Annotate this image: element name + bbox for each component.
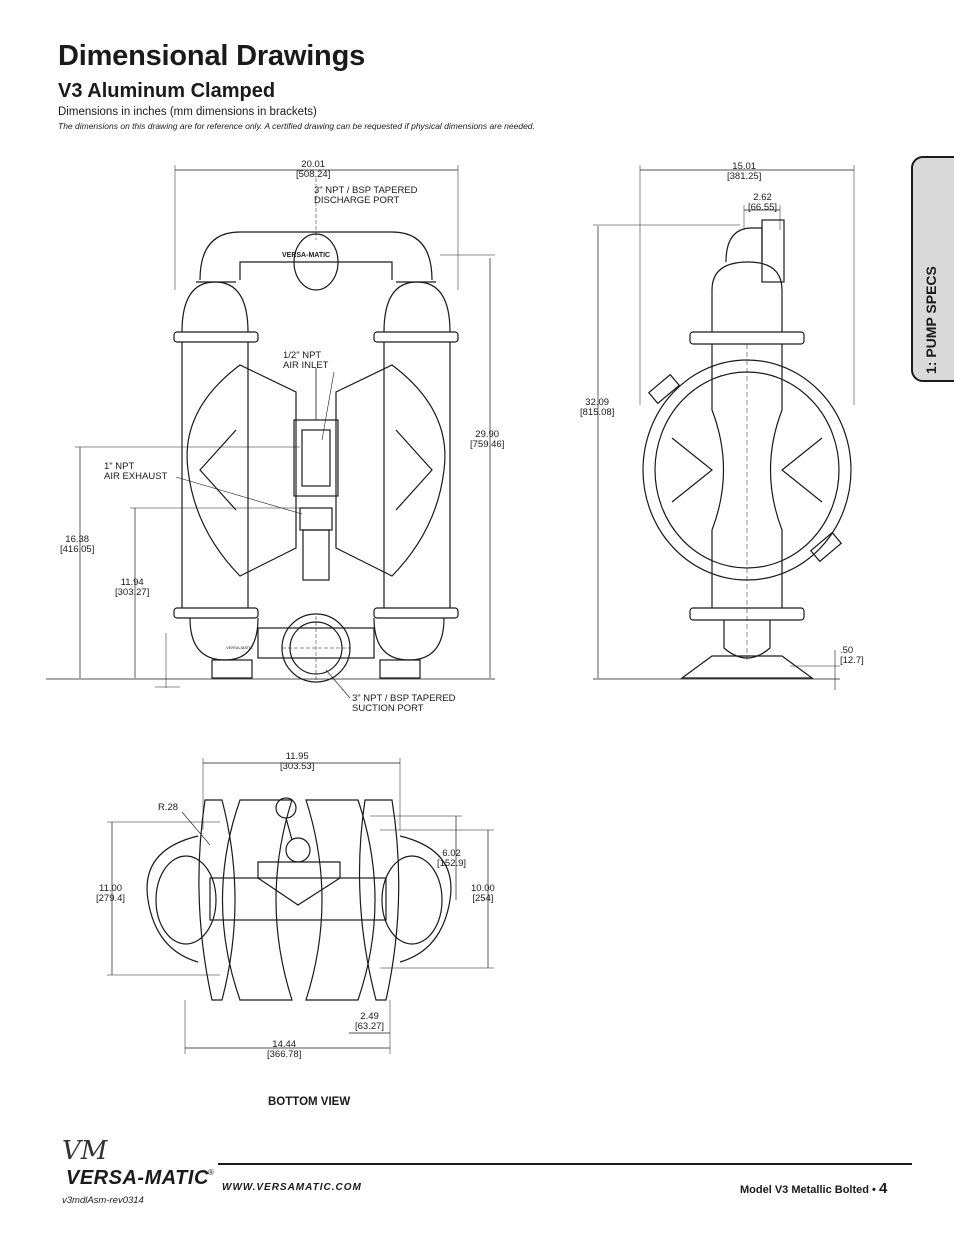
suction-port-label: 3" NPT / BSP TAPERED SUCTION PORT bbox=[352, 694, 456, 714]
discharge-port-line1: 3" NPT / BSP TAPERED bbox=[314, 185, 418, 196]
bottom-offset-label: 2.49 [63.27] bbox=[355, 1012, 384, 1032]
disclaimer-note: The dimensions on this drawing are for r… bbox=[58, 121, 535, 131]
exhaust-height-mm: [416.05] bbox=[60, 544, 95, 555]
bottom-inner-in: 6.02 bbox=[442, 848, 461, 859]
bottom-offset-mm: [63.27] bbox=[355, 1021, 385, 1032]
air-exhaust-line2: AIR EXHAUST bbox=[104, 471, 168, 482]
brand-logo-name: VERSA-MATIC bbox=[66, 1167, 209, 1189]
exhaust-height-label: 16.38 [416.05] bbox=[60, 535, 94, 555]
bottom-view-drawing bbox=[107, 758, 494, 1054]
front-width-mm: [508.24] bbox=[296, 169, 331, 180]
side-view-drawing bbox=[593, 165, 855, 690]
bottom-overall-label: 14.44 [366.78] bbox=[267, 1040, 301, 1060]
front-height-label: 29.90 [759.46] bbox=[470, 430, 504, 450]
bottom-depth-mm: [279.4] bbox=[96, 893, 126, 904]
discharge-port-line2: DISCHARGE PORT bbox=[314, 195, 400, 206]
side-height-in: 32.09 bbox=[585, 397, 610, 408]
bottom-top-width-label: 11.95 [303.53] bbox=[280, 752, 314, 772]
section-title: V3 Aluminum Clamped bbox=[58, 80, 276, 102]
foot-brand: VERSA-MATIC bbox=[226, 645, 254, 650]
side-base-mm: [12.7] bbox=[840, 655, 864, 666]
bottom-inner-mm: [152.9] bbox=[437, 858, 467, 869]
suction-port-line2: SUCTION PORT bbox=[352, 703, 424, 714]
manifold-brand: VERSA-MATIC bbox=[282, 252, 331, 259]
inlet-height-label: 11.94 [303.27] bbox=[115, 578, 149, 598]
side-width-mm: [381.25] bbox=[727, 171, 762, 182]
document-code: v3mdlAsm-rev0314 bbox=[62, 1195, 144, 1206]
bottom-inner-label: 6.02 [152.9] bbox=[437, 849, 466, 869]
inlet-height-in: 11.94 bbox=[120, 577, 144, 588]
air-inlet-line1: 1/2" NPT bbox=[283, 350, 322, 361]
units-note: Dimensions in inches (mm dimensions in b… bbox=[58, 106, 317, 118]
air-inlet-line2: AIR INLET bbox=[283, 360, 329, 371]
discharge-port-label: 3" NPT / BSP TAPERED DISCHARGE PORT bbox=[314, 186, 418, 206]
side-offset-mm: [66.55] bbox=[748, 202, 778, 213]
model-name: Model V3 Metallic Bolted • bbox=[740, 1184, 879, 1196]
bottom-view-title: BOTTOM VIEW bbox=[268, 1096, 351, 1108]
bottom-offset-in: 2.49 bbox=[360, 1011, 379, 1022]
footer-divider bbox=[218, 1163, 912, 1165]
air-exhaust-label: 1" NPT AIR EXHAUST bbox=[104, 462, 167, 482]
side-offset-in: 2.62 bbox=[753, 192, 772, 203]
side-offset-label: 2.62 [66.55] bbox=[748, 193, 777, 213]
page-number: 4 bbox=[878, 1180, 888, 1197]
front-height-in: 29.90 bbox=[475, 429, 500, 440]
brand-logo-mark: VM bbox=[62, 1136, 108, 1166]
bottom-mount-in: 10.00 bbox=[471, 883, 495, 894]
bottom-depth-in: 11.00 bbox=[98, 883, 123, 894]
side-base-in: .50 bbox=[840, 645, 854, 656]
brand-registered-mark: ® bbox=[208, 1168, 214, 1177]
side-height-label: 32.09 [815.08] bbox=[580, 398, 614, 418]
side-width-in: 15.01 bbox=[732, 161, 757, 172]
bottom-top-width-mm: [303.53] bbox=[280, 761, 315, 772]
bottom-depth-label: 11.00 [279.4] bbox=[96, 884, 125, 904]
bottom-mount-mm: [254] bbox=[472, 893, 494, 904]
air-exhaust-line1: 1" NPT bbox=[104, 461, 135, 472]
front-height-mm: [759.46] bbox=[470, 439, 505, 450]
bottom-radius-label: R.28 bbox=[158, 802, 179, 813]
side-tab[interactable]: 1: PUMP SPECS bbox=[911, 156, 954, 382]
side-height-mm: [815.08] bbox=[580, 407, 615, 418]
inlet-height-mm: [303.27] bbox=[115, 587, 150, 598]
front-width-label: 20.01 [508.24] bbox=[296, 160, 330, 180]
bottom-top-width-in: 11.95 bbox=[285, 751, 309, 762]
front-width-in: 20.01 bbox=[301, 159, 326, 170]
exhaust-height-in: 16.38 bbox=[65, 534, 90, 545]
air-inlet-label: 1/2" NPT AIR INLET bbox=[283, 351, 328, 371]
side-base-label: .50 [12.7] bbox=[840, 646, 864, 666]
bottom-mount-label: 10.00 [254] bbox=[471, 884, 495, 904]
page-title: Dimensional Drawings bbox=[58, 40, 366, 72]
front-view-drawing bbox=[46, 165, 495, 699]
suction-port-line1: 3" NPT / BSP TAPERED bbox=[352, 693, 456, 704]
footer-model-label: Model V3 Metallic Bolted • 4 bbox=[740, 1180, 887, 1197]
bottom-overall-in: 14.44 bbox=[272, 1039, 297, 1050]
website-link[interactable]: WWW.VERSAMATIC.COM bbox=[222, 1182, 362, 1193]
side-width-label: 15.01 [381.25] bbox=[727, 162, 761, 182]
bottom-overall-mm: [366.78] bbox=[267, 1049, 302, 1060]
